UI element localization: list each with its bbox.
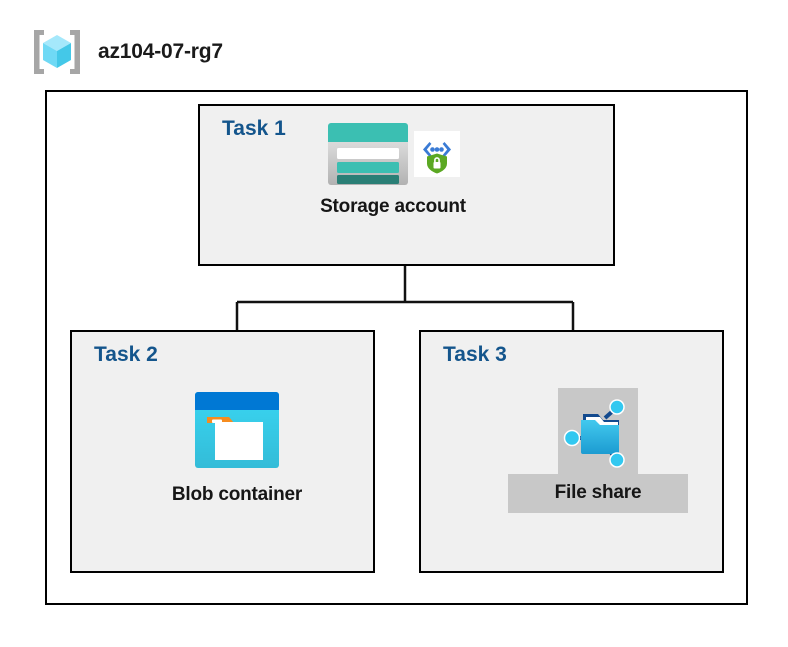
resource-group-name: az104-07-rg7 <box>98 40 223 63</box>
node-storage-account: Storage account <box>283 118 503 218</box>
node-blob-container: Blob container <box>146 390 328 506</box>
file-share-icon-highlight <box>558 388 638 474</box>
node-file-share: File share <box>508 388 688 513</box>
storage-account-icon-row <box>326 118 460 190</box>
file-share-icon <box>563 399 625 468</box>
resource-group-header: az104-07-rg7 <box>30 24 330 80</box>
task-1-label: Task 1 <box>222 117 286 140</box>
secure-endpoint-shield-icon <box>414 131 460 177</box>
storage-account-icon <box>328 123 408 185</box>
task-1-box: Task 1 <box>198 104 615 266</box>
blob-container-caption: Blob container <box>171 484 303 505</box>
storage-account-caption: Storage account <box>320 196 466 217</box>
file-share-caption: File share <box>508 474 688 513</box>
blob-container-icon <box>195 392 279 468</box>
task-2-label: Task 2 <box>94 343 158 366</box>
resource-group-icon <box>34 30 80 74</box>
task-3-label: Task 3 <box>443 343 507 366</box>
